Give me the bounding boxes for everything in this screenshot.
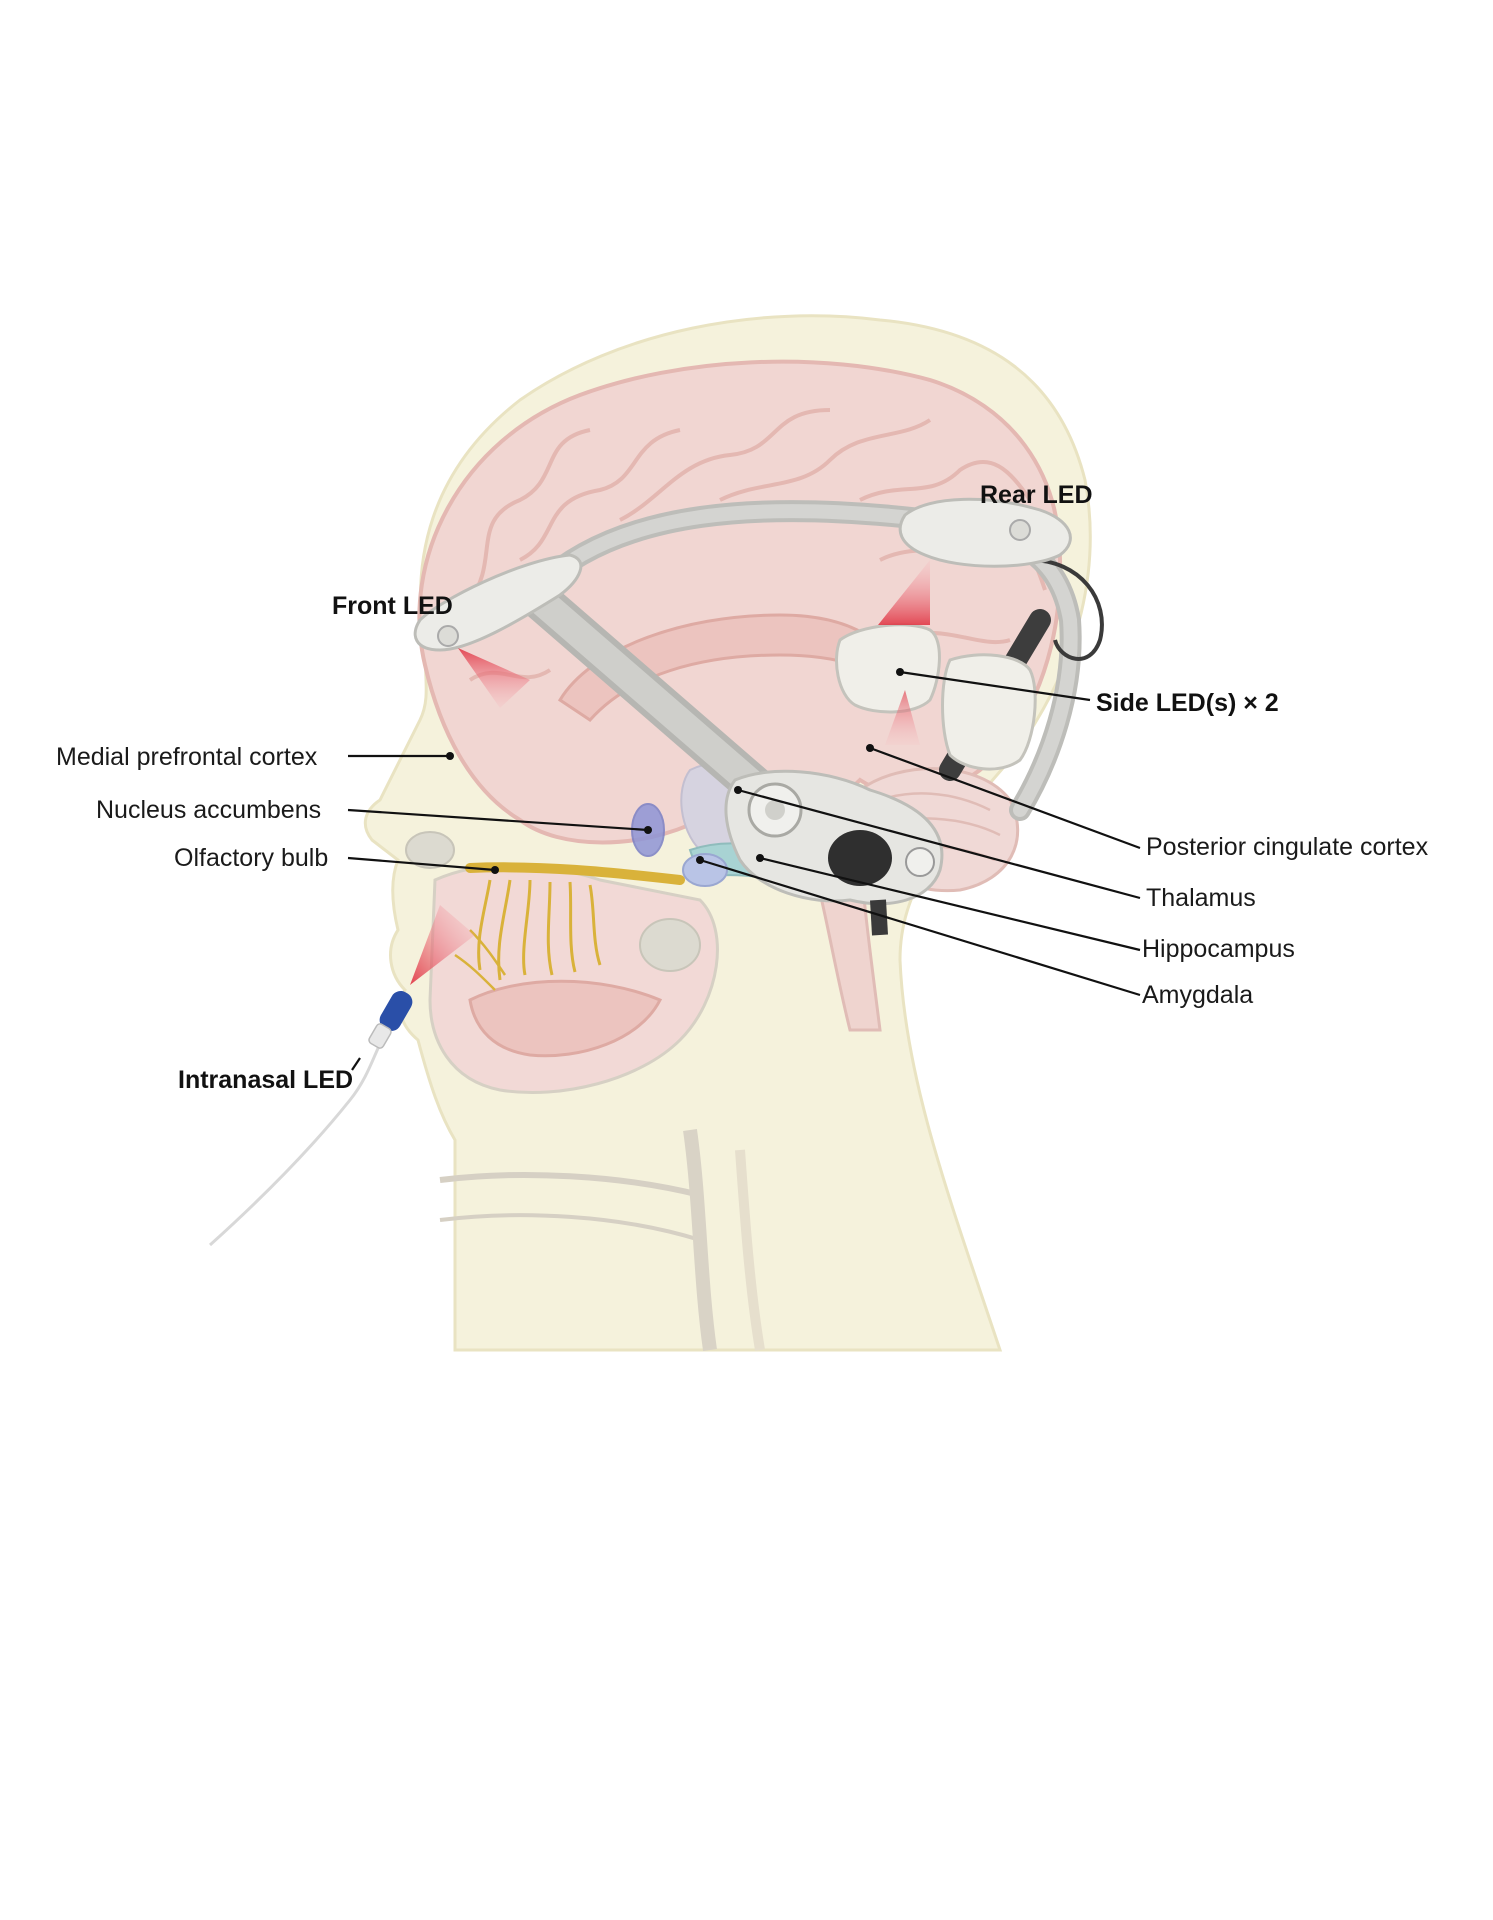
leader-lines (347, 668, 1141, 1071)
label-front-led: Front LED (332, 592, 453, 620)
intranasal-probe (208, 990, 413, 1247)
label-posterior-cingulate-cortex: Posterior cingulate cortex (1146, 833, 1429, 861)
label-nucleus-accumbens: Nucleus accumbens (96, 796, 321, 824)
label-amygdala: Amygdala (1142, 981, 1253, 1009)
label-side-led: Side LED(s) × 2 (1096, 689, 1279, 717)
intranasal-led-cone (410, 905, 475, 985)
front-led-cone (458, 648, 530, 708)
rear-led-pad (898, 497, 1072, 568)
light-cones (410, 560, 930, 985)
side-led-cone (885, 690, 920, 745)
label-hippocampus: Hippocampus (1142, 935, 1295, 963)
label-medial-prefrontal-cortex: Medial prefrontal cortex (56, 743, 318, 771)
label-olfactory-bulb: Olfactory bulb (174, 844, 328, 872)
label-rear-led: Rear LED (980, 481, 1093, 509)
led-pad-icon (437, 625, 459, 647)
led-pad-icon (835, 623, 941, 714)
labels: Rear LED Front LED Side LED(s) × 2 Media… (56, 481, 1429, 1094)
front-led-pad (413, 553, 583, 652)
side-led-pads (835, 623, 1037, 771)
label-intranasal-led: Intranasal LED (178, 1066, 353, 1094)
label-thalamus: Thalamus (1146, 884, 1256, 912)
led-pad-icon (1009, 519, 1031, 541)
rear-led-cone (878, 560, 930, 625)
nasal-probe-icon (379, 990, 413, 1032)
